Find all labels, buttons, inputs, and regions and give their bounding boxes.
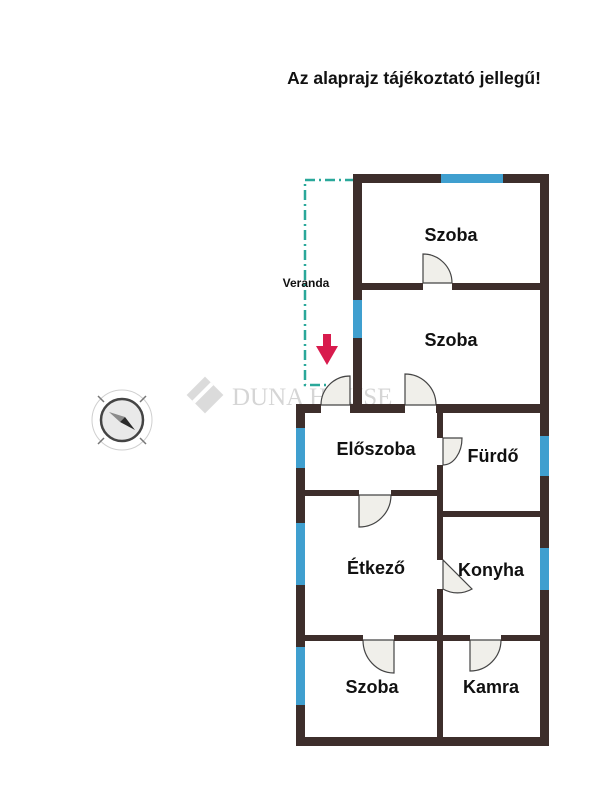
entrance-arrow-icon — [316, 334, 338, 365]
room-label-furdo: Fürdő — [468, 446, 519, 466]
door-szoba-top — [422, 253, 453, 284]
window-north — [441, 174, 503, 183]
door-konyha — [442, 558, 473, 594]
window-szoba-bottom — [296, 647, 305, 705]
window-szoba-mid — [353, 300, 362, 338]
veranda-label: Veranda — [283, 276, 330, 290]
veranda-outline — [303, 178, 355, 387]
room-label-etkezo: Étkező — [347, 557, 405, 578]
door-kamra — [469, 639, 502, 672]
compass-icon — [91, 389, 153, 451]
diamond-logo-icon — [186, 376, 224, 414]
room-label-szoba-mid: Szoba — [424, 330, 478, 350]
door-etkezo — [358, 494, 392, 528]
door-szoba-mid — [404, 373, 437, 406]
disclaimer-text: Az alaprajz tájékoztató jellegű! — [287, 68, 541, 88]
room-label-eloszoba: Előszoba — [336, 439, 416, 459]
door-veranda-entrance — [320, 375, 351, 406]
window-eloszoba — [296, 428, 305, 468]
window-etkezo — [296, 523, 305, 585]
windows — [296, 174, 549, 705]
room-label-konyha: Konyha — [458, 560, 525, 580]
door-furdo — [442, 437, 463, 466]
room-label-kamra: Kamra — [463, 677, 520, 697]
room-label-szoba-top: Szoba — [424, 225, 478, 245]
doors — [320, 253, 502, 674]
door-szoba-bottom — [362, 639, 395, 674]
room-label-szoba-bottom: Szoba — [345, 677, 399, 697]
window-konyha — [540, 548, 549, 590]
window-furdo — [540, 436, 549, 476]
